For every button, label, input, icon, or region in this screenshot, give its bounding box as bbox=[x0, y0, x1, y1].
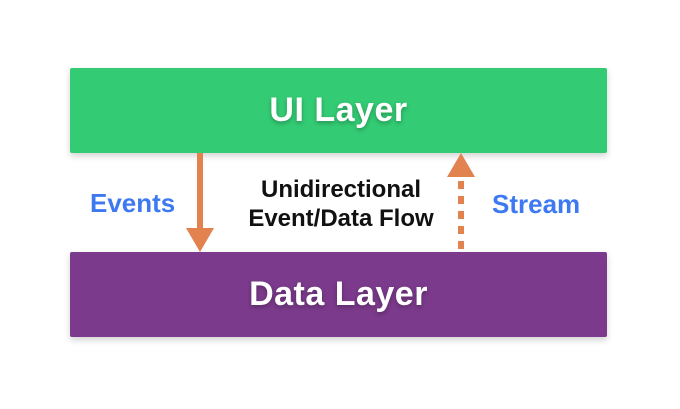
stream-arrow-up-icon bbox=[447, 153, 475, 177]
stream-arrow-label: Stream bbox=[492, 189, 581, 219]
ui-layer-box: UI Layer bbox=[70, 68, 607, 153]
flow-caption-line2: Event/Data Flow bbox=[248, 205, 434, 233]
data-layer-box: Data Layer bbox=[70, 252, 607, 337]
events-arrow-line bbox=[197, 153, 203, 231]
data-layer-label: Data Layer bbox=[249, 275, 428, 313]
ui-layer-label: UI Layer bbox=[269, 91, 408, 129]
stream-arrow-dashed-line bbox=[458, 181, 464, 252]
events-arrow-down-icon bbox=[186, 228, 214, 252]
flow-caption-line1: Unidirectional bbox=[260, 176, 422, 203]
flow-caption: Unidirectional Event/Data Flow bbox=[248, 175, 433, 234]
events-arrow-label: Events bbox=[90, 188, 176, 218]
